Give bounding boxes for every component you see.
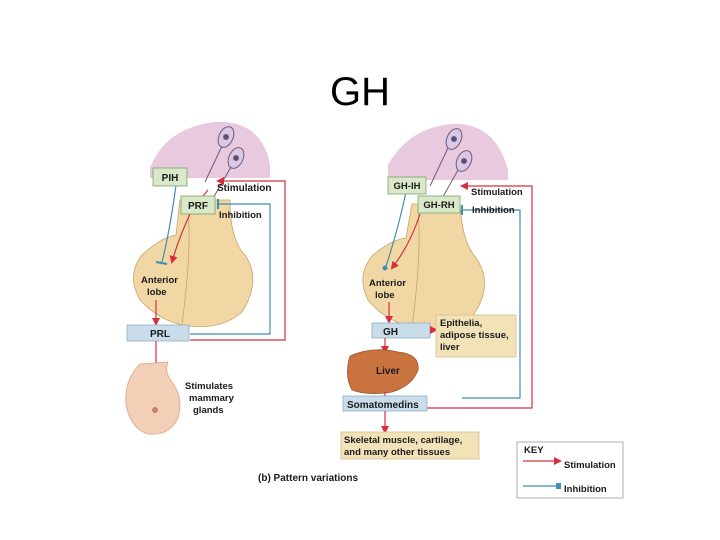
pih-label: PIH: [162, 173, 179, 184]
prl-label: PRL: [150, 329, 170, 340]
key-stimulation-label: Stimulation: [564, 460, 616, 471]
epithelia-box: [435, 314, 517, 358]
prl-box: [126, 324, 190, 342]
prf-box: [180, 195, 216, 215]
breast-illustration: [125, 361, 181, 435]
right-anterior-lobe-label: Anterior lobe: [369, 278, 409, 301]
targets-label: Skeletal muscle, cartilage, and many oth…: [344, 435, 465, 458]
targets-box: [340, 431, 480, 460]
right-hypothalamus: [388, 123, 508, 180]
pih-box: [152, 167, 188, 187]
gh-box: [371, 322, 431, 339]
figure-caption: (b) Pattern variations: [258, 473, 358, 484]
left-neurons: [204, 126, 245, 201]
stimulates-label: Stimulates mammary glands: [185, 381, 237, 416]
gh-ih-label: GH-IH: [394, 181, 421, 192]
right-panel: GH-IH GH-RH Stimulation Inhibition Anter…: [340, 123, 533, 460]
right-stimulation-label: Stimulation: [471, 187, 523, 198]
slide-title: GH: [330, 70, 390, 114]
key-inhibition-label: Inhibition: [564, 484, 607, 495]
legend-key: KEY Stimulation Inhibition: [516, 441, 624, 499]
gh-label: GH: [383, 327, 398, 338]
liver-illustration: [347, 349, 419, 394]
left-anterior-lobe-label: Anterior lobe: [141, 275, 181, 298]
right-neurons: [429, 128, 473, 203]
prf-label: PRF: [188, 201, 208, 212]
left-panel: PIH PRF Stimulation Inhibition Anterior …: [125, 121, 286, 435]
liver-label: Liver: [376, 366, 400, 377]
right-pituitary: [362, 203, 485, 330]
left-stimulation-label: Stimulation: [217, 183, 271, 194]
somatomedins-label: Somatomedins: [347, 400, 419, 411]
gh-rh-label: GH-RH: [423, 200, 454, 211]
gh-ih-box: [387, 176, 427, 195]
epithelia-label: Epithelia, adipose tissue, liver: [440, 318, 511, 353]
right-inhibition-label: Inhibition: [472, 205, 515, 216]
left-inhibition-label: Inhibition: [219, 210, 262, 221]
gh-rh-box: [417, 195, 461, 214]
key-title: KEY: [524, 445, 544, 456]
